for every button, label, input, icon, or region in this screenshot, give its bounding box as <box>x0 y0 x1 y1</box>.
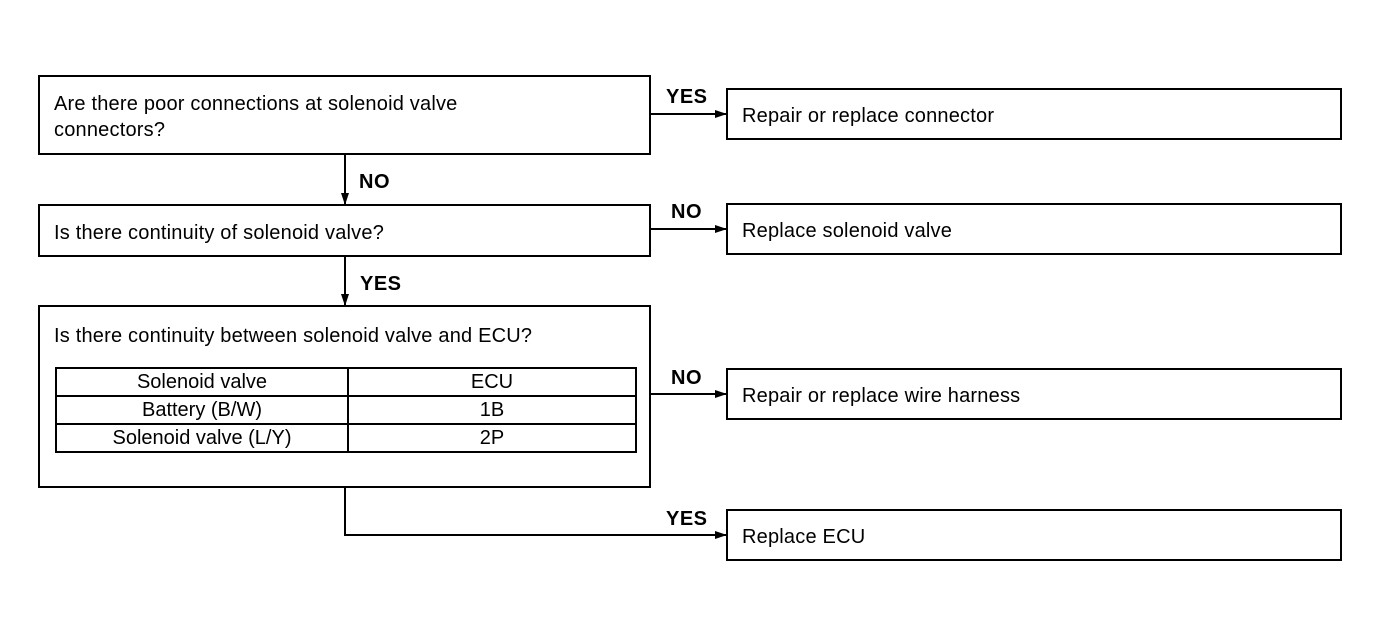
label-q1-no: NO <box>359 171 390 193</box>
result-box-2: Replace solenoid valve <box>726 203 1342 255</box>
table-row: Solenoid valve (L/Y) 2P <box>55 423 637 453</box>
question-box-2: Is there continuity of solenoid valve? <box>38 204 651 257</box>
table-header-cell: ECU <box>347 367 637 397</box>
question-box-1: Are there poor connections at solenoid v… <box>38 75 651 155</box>
question-box-3: Is there continuity between solenoid val… <box>38 305 651 488</box>
label-q2-no: NO <box>671 201 702 223</box>
question-3-text: Is there continuity between solenoid val… <box>54 325 533 347</box>
continuity-table: Solenoid valve ECU Battery (B/W) 1B Sole… <box>55 367 637 453</box>
table-row: Battery (B/W) 1B <box>55 395 637 425</box>
arrow-q3-yes <box>344 487 727 539</box>
table-cell: Battery (B/W) <box>55 395 349 425</box>
table-header-cell: Solenoid valve <box>55 367 349 397</box>
result-box-1: Repair or replace connector <box>726 88 1342 140</box>
result-box-4: Replace ECU <box>726 509 1342 561</box>
label-q2-yes: YES <box>360 273 402 295</box>
label-q1-yes: YES <box>666 86 708 108</box>
result-4-text: Replace ECU <box>742 526 866 548</box>
table-cell: Solenoid valve (L/Y) <box>55 423 349 453</box>
question-2-text: Is there continuity of solenoid valve? <box>54 222 385 244</box>
result-box-3: Repair or replace wire harness <box>726 368 1342 420</box>
label-q3-yes: YES <box>666 508 708 530</box>
table-header-row: Solenoid valve ECU <box>55 367 637 397</box>
question-1-text: Are there poor connections at solenoid v… <box>54 93 458 141</box>
label-q3-no: NO <box>671 367 702 389</box>
table-cell: 2P <box>347 423 637 453</box>
result-3-text: Repair or replace wire harness <box>742 385 1021 407</box>
result-1-text: Repair or replace connector <box>742 105 995 127</box>
result-2-text: Replace solenoid valve <box>742 220 953 242</box>
table-cell: 1B <box>347 395 637 425</box>
